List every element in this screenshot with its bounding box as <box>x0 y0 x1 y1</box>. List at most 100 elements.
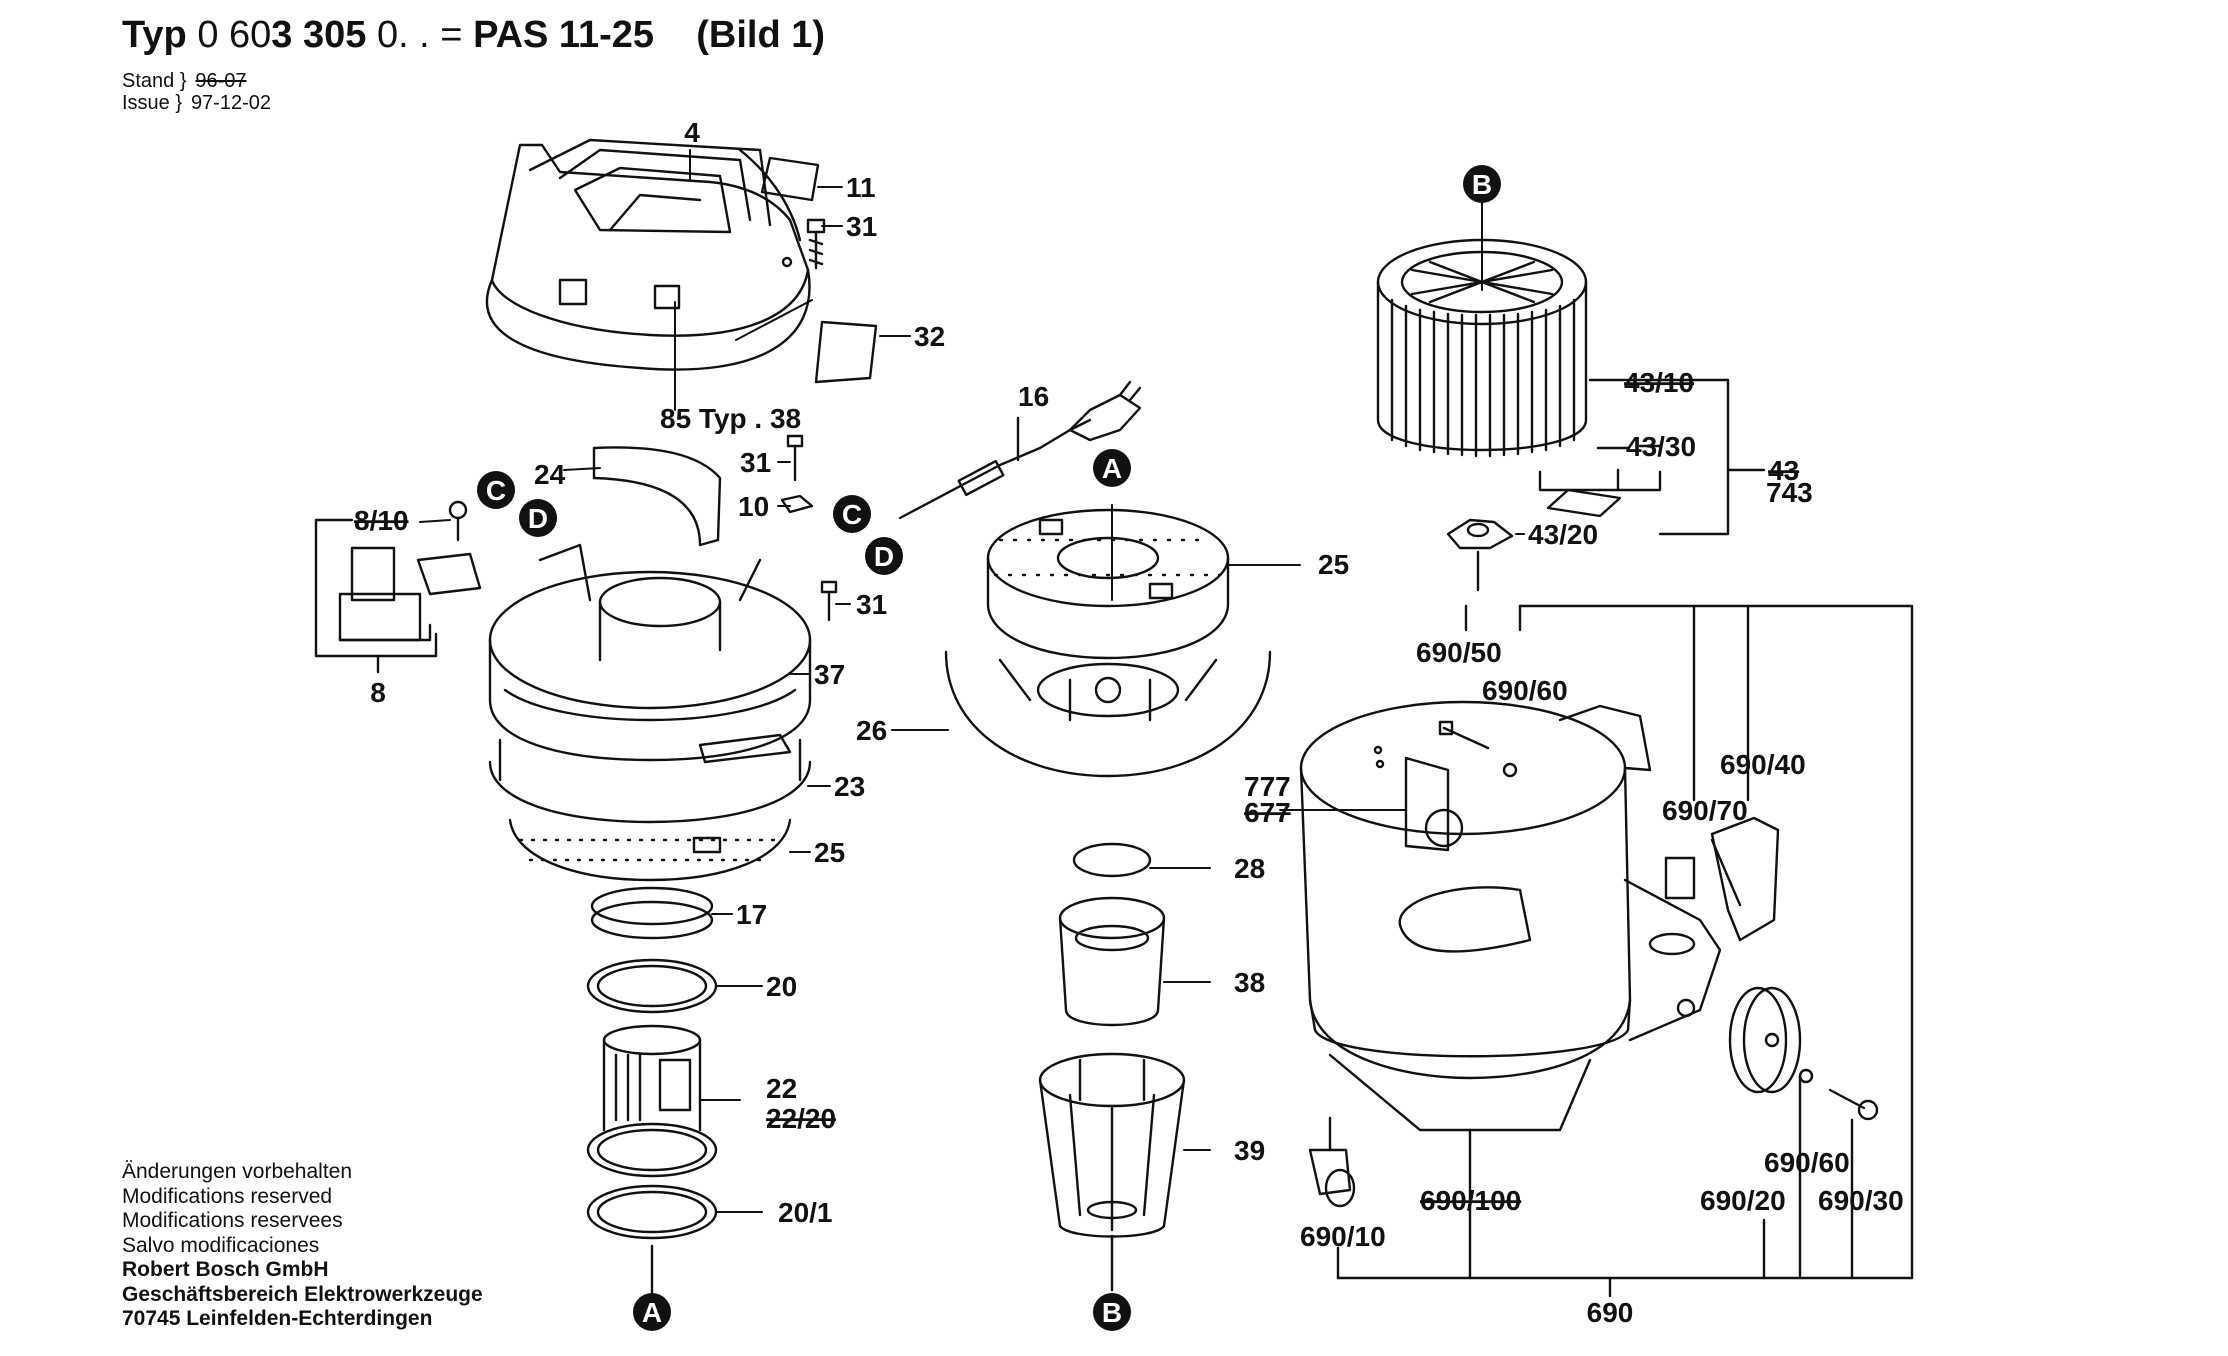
marker-a-bottom: A <box>633 1293 671 1331</box>
label-25b: 25 <box>1318 549 1349 580</box>
stand-value: 96-07 <box>195 70 247 92</box>
title-typ: Typ <box>122 14 187 56</box>
label-8-10: 8/10 <box>354 505 409 536</box>
label-677: 677 <box>1244 797 1291 828</box>
ring-part-20-1 <box>586 1184 718 1240</box>
label-43: 43 <box>1768 455 1799 486</box>
label-690-20: 690/20 <box>1700 1185 1786 1216</box>
label-26: 26 <box>856 715 887 746</box>
note-es: Salvo modificaciones <box>122 1233 320 1257</box>
switch-assembly-part-8 <box>338 500 482 642</box>
marker-b-bottom: B <box>1093 1293 1131 1331</box>
base-part-26 <box>944 650 1272 778</box>
svg-text:C: C <box>486 475 506 506</box>
svg-text:D: D <box>874 541 894 572</box>
svg-text:C: C <box>842 499 862 530</box>
clip-part-10 <box>780 494 814 514</box>
label-23: 23 <box>834 771 865 802</box>
label-690-10: 690/10 <box>1300 1221 1386 1252</box>
svg-text:A: A <box>1102 453 1122 484</box>
note-en: Modifications reserved <box>122 1184 333 1208</box>
label-690-50: 690/50 <box>1416 637 1502 668</box>
screw-part-31b <box>786 434 804 482</box>
label-8: 8 <box>370 677 386 708</box>
ring-part-23 <box>488 738 812 824</box>
marker-c-right: C <box>833 495 871 533</box>
label-22-20: 22/20 <box>766 1103 836 1134</box>
footer-notes: Änderungen vorbehalten Modifications res… <box>122 1160 483 1332</box>
label-4: 4 <box>684 117 700 148</box>
note-fr: Modifications reservees <box>122 1209 343 1232</box>
label-777: 777 <box>1244 771 1291 802</box>
diagram-title: Typ 0 603 305 0. . = PAS 11-25 (Bild 1) <box>122 14 825 57</box>
label-690-40: 690/40 <box>1720 749 1806 780</box>
power-cable-part-16 <box>898 380 1142 520</box>
label-20: 20 <box>766 971 797 1002</box>
label-43-30: 43/30 <box>1626 431 1696 462</box>
filter-strip-part-24 <box>592 446 722 547</box>
note-address: 70745 Leinfelden-Echterdingen <box>122 1307 433 1330</box>
label-743: 743 <box>1766 477 1813 508</box>
note-division: Geschäftsbereich Elektrowerkzeuge <box>122 1282 483 1306</box>
label-22: 22 <box>766 1073 797 1104</box>
screw-part-690-30 <box>1828 1088 1879 1121</box>
label-24: 24 <box>534 459 566 490</box>
label-25a: 25 <box>814 837 845 868</box>
label-690-60a: 690/60 <box>1482 675 1568 706</box>
foam-ring-part-25a <box>508 818 792 882</box>
title-number-b: 3 305 <box>271 14 367 56</box>
note-company: Robert Bosch GmbH <box>122 1258 329 1281</box>
label-17: 17 <box>736 899 767 930</box>
svg-text:B: B <box>1102 1297 1122 1328</box>
filter-plate-43-30 <box>1546 488 1622 518</box>
plate-part-32 <box>814 320 878 384</box>
label-39: 39 <box>1234 1135 1265 1166</box>
svg-text:A: A <box>642 1297 662 1328</box>
label-20-1: 20/1 <box>778 1197 833 1228</box>
stand-row: Stand } 96-07 <box>122 70 247 92</box>
wheel-part-690-20 <box>1728 986 1802 1094</box>
issue-label: Issue <box>122 92 170 114</box>
marker-d-left: D <box>519 499 557 537</box>
marker-d-right: D <box>865 537 903 575</box>
disc-part-28 <box>1072 842 1152 878</box>
label-32: 32 <box>914 321 945 352</box>
title-bild: (Bild 1) <box>696 14 826 56</box>
plate-part-11 <box>760 156 820 202</box>
motor-part-22 <box>586 1024 718 1178</box>
container-part-690 <box>1299 700 1722 1132</box>
washer-part-690-60b <box>1798 1068 1814 1084</box>
label-690-60b: 690/60 <box>1764 1147 1850 1178</box>
note-de: Änderungen vorbehalten <box>122 1160 353 1183</box>
knob-part-43-20 <box>1446 518 1514 592</box>
label-85: 85 Typ . 38 <box>660 403 801 434</box>
motor-housing-part-37 <box>488 543 812 764</box>
label-43-20: 43/20 <box>1528 519 1598 550</box>
label-690-70: 690/70 <box>1662 795 1748 826</box>
screw-part-31a <box>806 218 826 270</box>
basket-part-39 <box>1038 1052 1186 1238</box>
label-37: 37 <box>814 659 845 690</box>
lid-part-4 <box>485 138 811 371</box>
issue-row: Issue } 97-12-02 <box>122 92 271 114</box>
svg-text:B: B <box>1472 169 1492 200</box>
label-690: 690 <box>1587 1297 1634 1328</box>
label-31a: 31 <box>846 211 877 242</box>
label-38: 38 <box>1234 967 1265 998</box>
seal-part-17 <box>590 886 714 940</box>
label-31c: 31 <box>856 589 887 620</box>
label-31b: 31 <box>740 447 771 478</box>
filter-cup-part-38 <box>1058 896 1166 1027</box>
label-690-100: 690/100 <box>1420 1185 1521 1216</box>
latch-part-690-40 <box>1710 816 1780 942</box>
title-number-a: 0 60 <box>197 14 272 56</box>
title-number-c: 0. . = <box>376 14 463 56</box>
marker-a-top: A <box>1093 449 1131 487</box>
title-model: PAS 11-25 <box>473 14 655 56</box>
screw-part-690-50 <box>1438 720 1490 750</box>
castor-part-690-10 <box>1308 1116 1356 1208</box>
marker-c-left: C <box>477 471 515 509</box>
label-690-30: 690/30 <box>1818 1185 1904 1216</box>
washer-part-690-60a <box>1502 762 1518 778</box>
